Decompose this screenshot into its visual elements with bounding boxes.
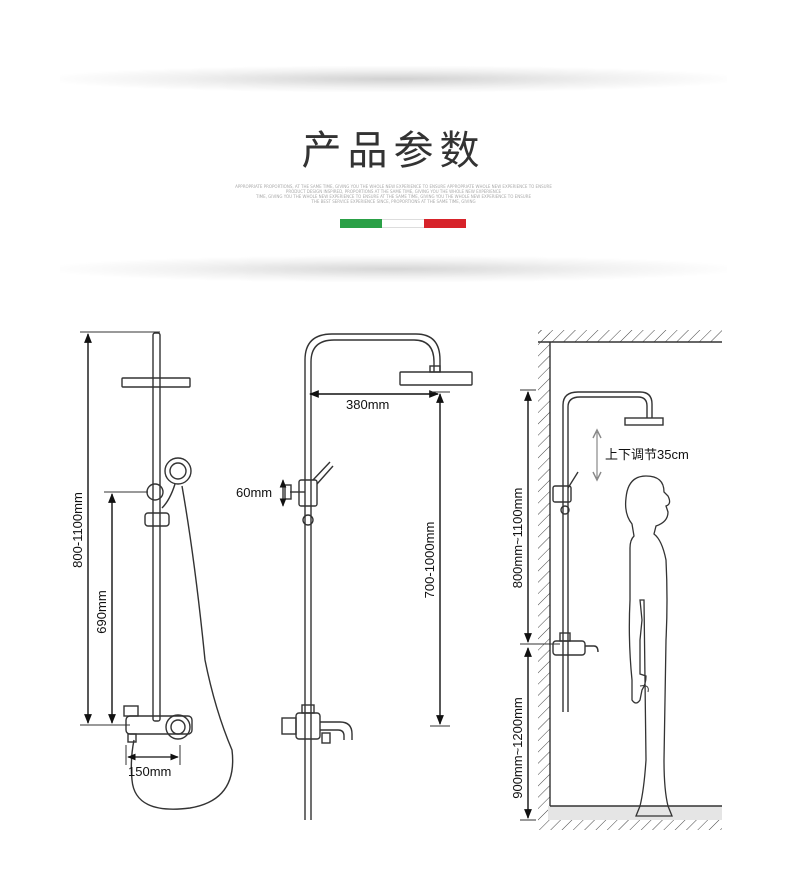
header-shadow-bottom (60, 256, 727, 282)
side-offset-label: 60mm (236, 485, 272, 500)
front-holder-height-label: 690mm (94, 590, 109, 633)
front-view (80, 331, 234, 810)
install-adjust-label: 上下调节35cm (605, 447, 689, 462)
front-total-height-label: 800-1100mm (70, 492, 85, 568)
side-view (279, 333, 473, 820)
side-arm-label: 380mm (346, 397, 389, 412)
header-shadow-top (60, 66, 727, 92)
flag-green (340, 219, 382, 228)
install-lower-height-label: 900mm~1200mm (510, 697, 525, 799)
page-title: 产品参数 (301, 128, 486, 174)
side-height-label: 700-1000mm (422, 522, 437, 599)
flag-red (424, 219, 466, 228)
person-silhouette (624, 475, 673, 817)
fine-print-line: TIME, GIVING YOU THE WHOLE NEW EXPERIENC… (256, 194, 531, 199)
fine-print: APPROPRIATE PROPORTIONS, AT THE SAME TIM… (230, 184, 557, 204)
install-upper-height-label: 800mm~1100mm (510, 488, 525, 589)
flag-white (382, 219, 424, 228)
front-spacing-label: 150mm (128, 764, 171, 779)
fine-print-line: THE BEST SERVICE EXPERIENCE SINCE, PROPO… (311, 199, 476, 204)
fine-print-line: PRODUCT DESIGN INSPIRED, PROPORTIONS AT … (285, 189, 502, 194)
tricolor-flag (340, 219, 466, 228)
installation-view (520, 330, 722, 830)
fine-print-line: APPROPRIATE PROPORTIONS, AT THE SAME TIM… (235, 184, 552, 189)
